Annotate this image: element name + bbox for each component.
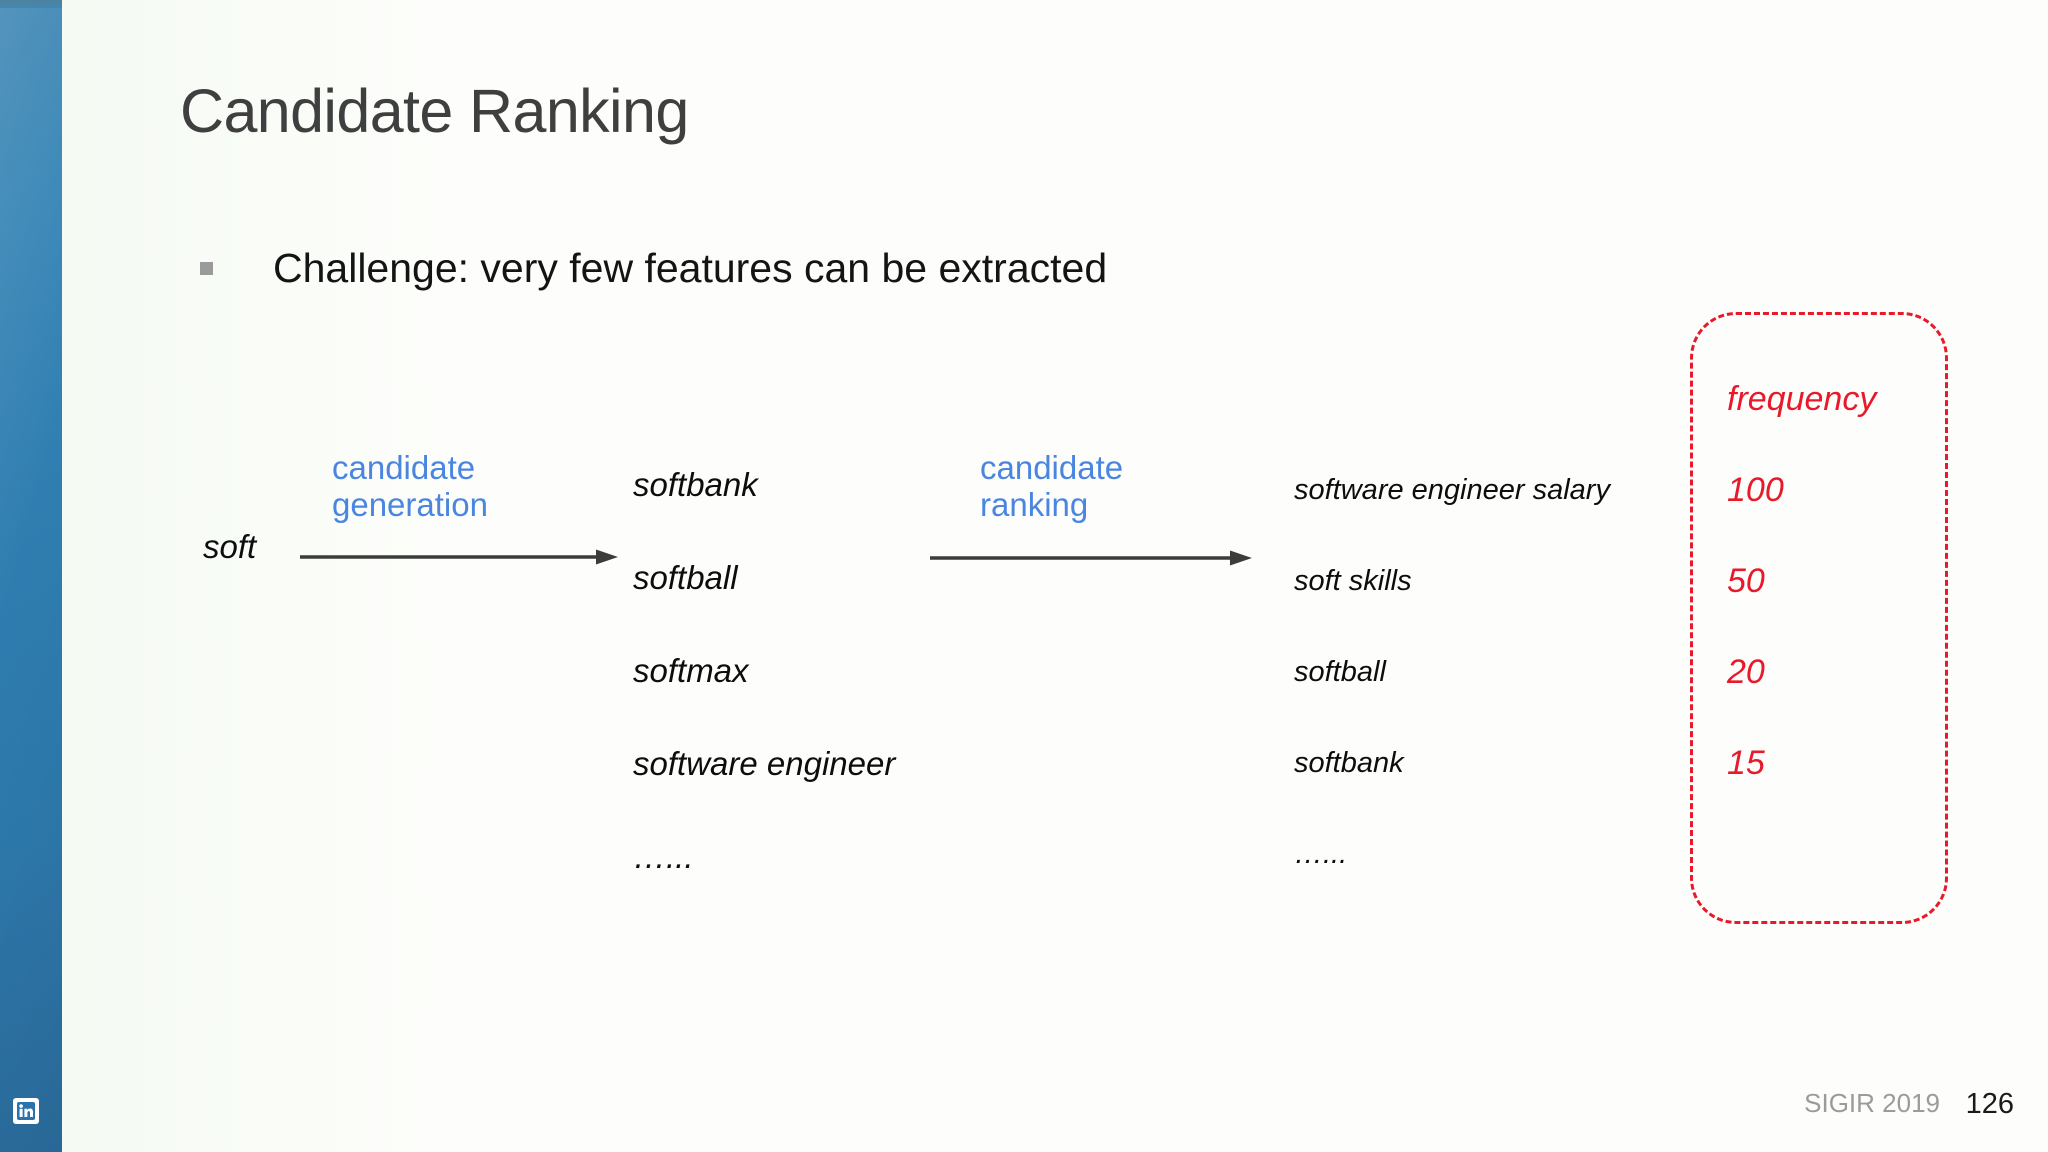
list-item: softbank	[1294, 747, 1404, 779]
frequency-callout-box	[1690, 312, 1948, 924]
edge-label-candidate-ranking: candidate ranking	[980, 449, 1124, 524]
page-title: Candidate Ranking	[180, 77, 689, 145]
slide-accent-sidebar	[0, 0, 62, 1152]
arrow-right-icon	[300, 548, 618, 566]
frequency-value: 50	[1727, 562, 1765, 600]
list-item: softball	[633, 559, 738, 596]
bullet-row: Challenge: very few features can be extr…	[200, 245, 1107, 292]
list-item-ellipsis: …...	[1294, 838, 1348, 870]
frequency-value: 20	[1727, 653, 1765, 691]
footer-page-number: 126	[1965, 1088, 2014, 1120]
edge1-label-line2: generation	[332, 485, 488, 523]
frequency-header: frequency	[1727, 380, 1877, 418]
candidate-ranking-list: software engineer salary soft skills sof…	[1294, 474, 1610, 871]
linkedin-logo-icon	[13, 1098, 39, 1124]
candidate-generation-list: softbank softball softmax software engin…	[633, 466, 895, 876]
list-item: soft skills	[1294, 565, 1412, 597]
bullet-text: Challenge: very few features can be extr…	[273, 245, 1108, 291]
arrow-right-icon	[930, 549, 1252, 567]
body-background-fade	[62, 0, 442, 1152]
list-item-ellipsis: …...	[633, 838, 694, 875]
list-item: softball	[1294, 656, 1386, 688]
frequency-value: 100	[1727, 471, 1784, 509]
input-token: soft	[203, 528, 257, 565]
frequency-value: 15	[1727, 744, 1765, 782]
sidebar-top-band	[0, 0, 62, 8]
edge1-label-line1: candidate	[332, 449, 476, 486]
footer-conference-label: SIGIR 2019	[1804, 1088, 1940, 1118]
list-item: software engineer	[633, 745, 896, 782]
list-item: softbank	[633, 466, 758, 503]
list-item: software engineer salary	[1294, 474, 1610, 506]
edge2-label-line2: ranking	[980, 485, 1089, 523]
edge-label-candidate-generation: candidate generation	[332, 449, 488, 524]
list-item: softmax	[633, 652, 749, 689]
frequency-callout-list: frequency 100 50 20 15	[1727, 380, 1876, 783]
square-bullet-icon	[200, 262, 213, 275]
edge2-label-line1: candidate	[980, 449, 1124, 486]
sidebar-sheen	[0, 0, 62, 1152]
